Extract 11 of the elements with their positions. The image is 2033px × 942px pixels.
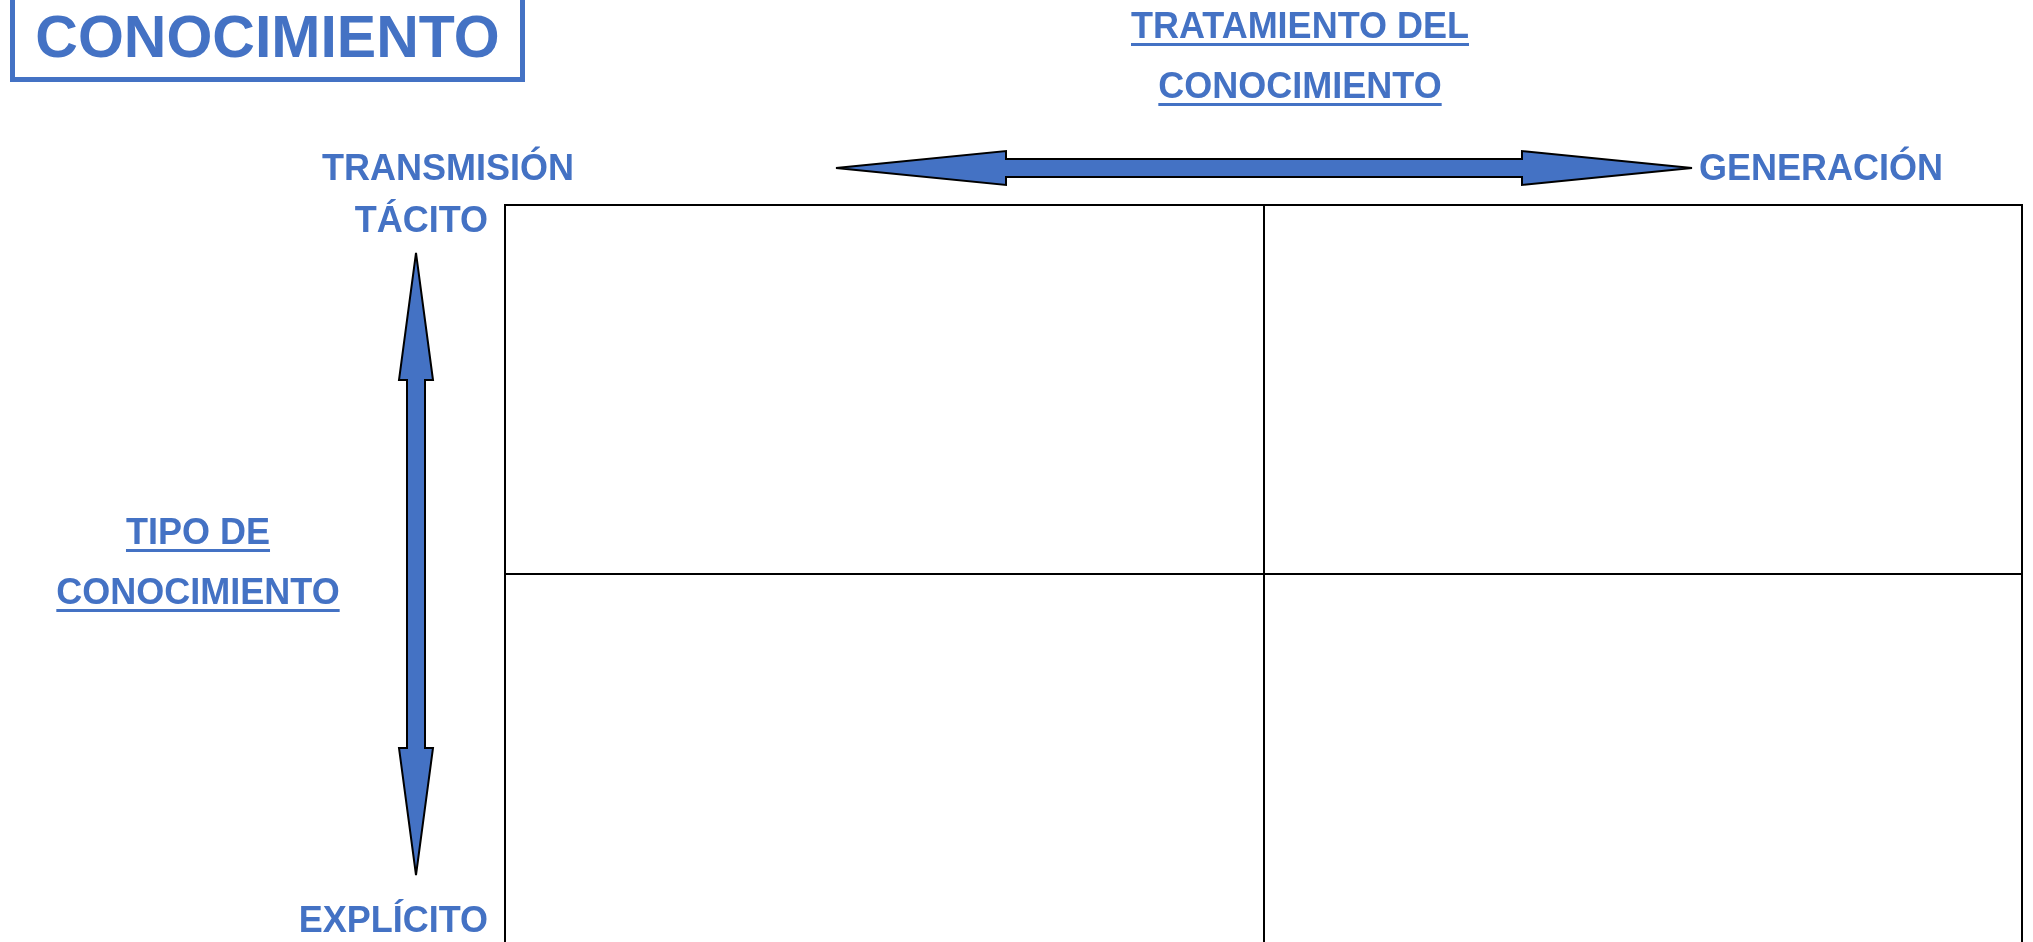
double-arrow bbox=[835, 149, 1693, 187]
grid-cell bbox=[504, 204, 1265, 575]
axis-title: TIPO DE CONOCIMIENTO bbox=[55, 510, 341, 614]
axis-end-label: TRANSMISIÓN bbox=[322, 146, 584, 190]
axis-end-label: GENERACIÓN bbox=[1699, 146, 2029, 190]
double-arrow bbox=[397, 252, 435, 876]
axis-title: TRATAMIENTO DEL CONOCIMIENTO bbox=[1130, 4, 1470, 108]
axis-end-label: TÁCITO bbox=[236, 198, 488, 242]
axis-end-label: EXPLÍCITO bbox=[236, 898, 488, 942]
title-box: CONOCIMIENTO bbox=[10, 0, 525, 82]
grid-cell bbox=[1263, 204, 2023, 575]
